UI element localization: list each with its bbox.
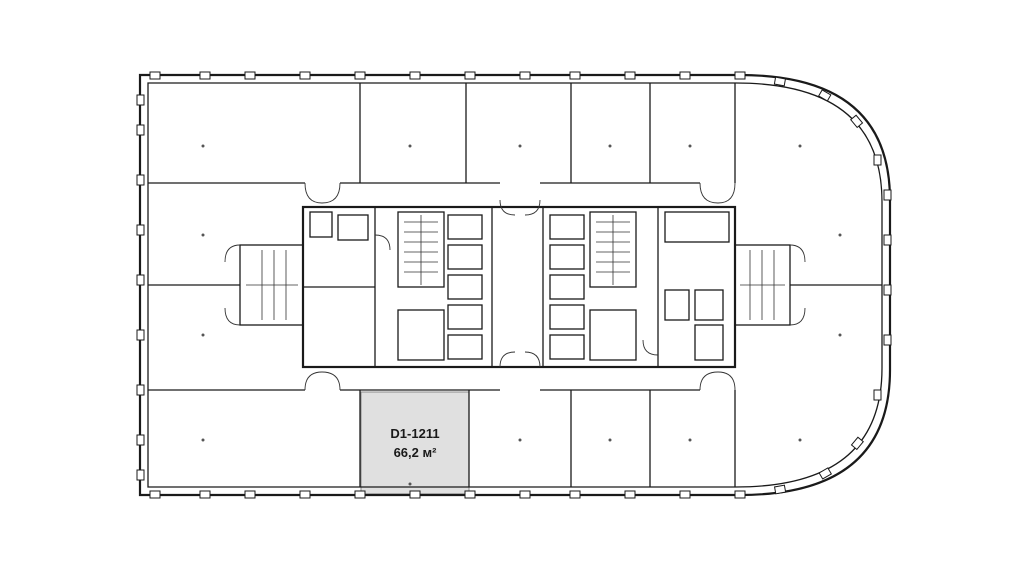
unit-d1-1211[interactable] <box>360 391 470 495</box>
doors <box>224 182 806 391</box>
unit-id-label: D1-1211 <box>390 426 439 441</box>
perimeter-columns <box>136 71 892 499</box>
outer-shell <box>138 73 892 497</box>
side-stairs <box>239 244 791 326</box>
unit-partitions <box>148 83 882 487</box>
unit-area-label: 66,2 м² <box>394 445 438 460</box>
building-core <box>301 205 737 369</box>
room-markers <box>201 144 842 486</box>
